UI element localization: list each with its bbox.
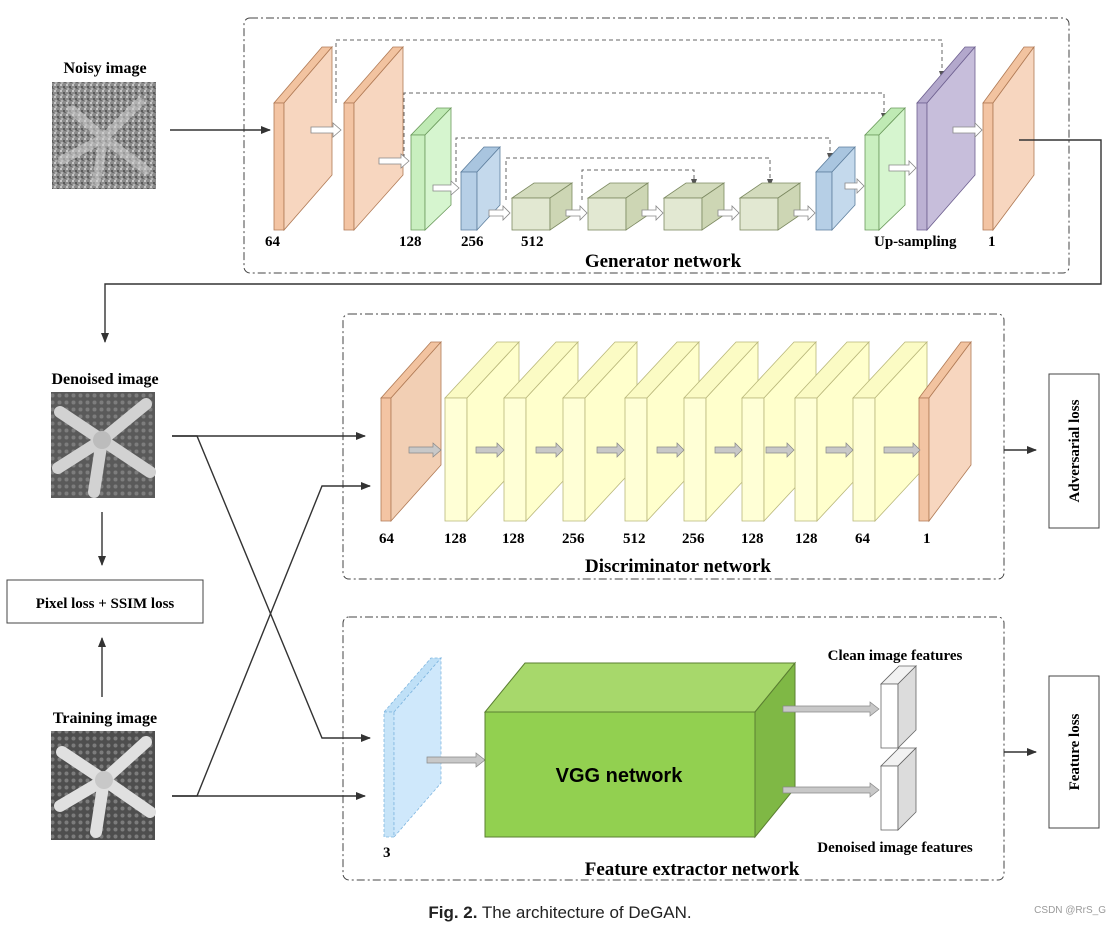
clean-image-features-label: Clean image features — [828, 648, 963, 664]
discriminator-channel-label: 128 — [795, 531, 818, 547]
generator-output-layer — [982, 45, 1035, 232]
discriminator-layers — [444, 340, 928, 523]
training-image — [51, 731, 156, 840]
generator-upsample-128 — [864, 107, 906, 231]
adversarial-loss-box — [1048, 373, 1100, 529]
pixel-ssim-loss-box — [6, 579, 204, 624]
generator-layer-256 — [460, 145, 501, 232]
figure-caption-text: The architecture of DeGAN. — [481, 903, 692, 922]
input-routing-arrows — [172, 432, 371, 800]
generator-to-denoised-arrow — [101, 139, 1102, 343]
generator-channel-label: 64 — [265, 234, 281, 250]
adversarial-loss-label: Adversarial loss — [1067, 399, 1083, 502]
discriminator-hidden-layer — [562, 340, 638, 523]
feature-loss-label: Feature loss — [1067, 713, 1083, 790]
discriminator-channel-label: 512 — [623, 531, 646, 547]
discriminator-title: Discriminator network — [585, 556, 771, 577]
discriminator-hidden-layer — [852, 340, 928, 523]
discriminator-channel-label: 64 — [855, 531, 871, 547]
discriminator-channel-labels: 64 128 128 256 512 256 128 128 64 1 — [379, 531, 931, 547]
discriminator-flow-arrows — [408, 442, 921, 458]
generator-output-channel-label: 1 — [988, 234, 996, 250]
generator-layer-512-c — [662, 182, 726, 231]
generator-layer-64 — [273, 45, 333, 232]
generator-title: Generator network — [585, 251, 742, 272]
generator-layer-128 — [410, 107, 452, 231]
discriminator-channel-label: 128 — [444, 531, 467, 547]
generator-layer-512-d — [738, 182, 802, 231]
generator-upsample-256 — [815, 145, 856, 232]
denoised-image-features-label: Denoised image features — [817, 840, 973, 856]
generator-channel-label: 256 — [461, 234, 484, 250]
denoised-feature-block — [880, 747, 917, 831]
vgg-network-label: VGG network — [556, 765, 684, 787]
discriminator-hidden-layer — [624, 340, 700, 523]
discriminator-channel-label: 64 — [379, 531, 395, 547]
feature-flow-arrow — [426, 752, 486, 768]
generator-flow-arrows — [310, 122, 983, 221]
discriminator-channel-label: 256 — [562, 531, 585, 547]
denoised-image-label: Denoised image — [51, 371, 158, 388]
feature-extractor-frame — [342, 616, 1005, 881]
generator-channel-label: 512 — [521, 234, 544, 250]
clean-feature-block — [880, 665, 917, 749]
discriminator-channel-label: 128 — [502, 531, 525, 547]
feature-extractor-title: Feature extractor network — [585, 859, 800, 880]
feature-input-layer — [383, 656, 442, 839]
discriminator-channel-label: 1 — [923, 531, 931, 547]
discriminator-layer-64 — [380, 340, 442, 523]
generator-skip-connections — [335, 39, 945, 200]
watermark: CSDN @RrS_G — [1034, 905, 1106, 916]
discriminator-channel-label: 256 — [682, 531, 705, 547]
noisy-image — [52, 82, 156, 189]
generator-layer-64-b — [343, 45, 404, 232]
figure-caption: Fig. 2. The architecture of DeGAN. — [0, 903, 1120, 923]
discriminator-output-layer — [918, 340, 972, 523]
generator-frame — [243, 17, 1070, 274]
noisy-image-label: Noisy image — [63, 60, 146, 77]
training-image-label: Training image — [53, 710, 157, 727]
feature-input-channel-label: 3 — [383, 845, 391, 861]
upsampling-label: Up-sampling — [874, 234, 957, 250]
generator-layer-512-b — [586, 182, 650, 231]
discriminator-frame — [342, 313, 1005, 580]
discriminator-channel-label: 128 — [741, 531, 764, 547]
vgg-network-block — [483, 661, 797, 839]
generator-channel-label: 128 — [399, 234, 422, 250]
denoised-image — [51, 392, 156, 498]
pixel-ssim-loss-label: Pixel loss + SSIM loss — [36, 596, 175, 612]
generator-layer-512-a — [510, 182, 574, 231]
figure-caption-label: Fig. 2. — [428, 903, 478, 922]
vgg-output-arrows — [782, 701, 880, 798]
generator-upsample-64 — [916, 45, 976, 232]
feature-loss-box — [1048, 675, 1100, 829]
